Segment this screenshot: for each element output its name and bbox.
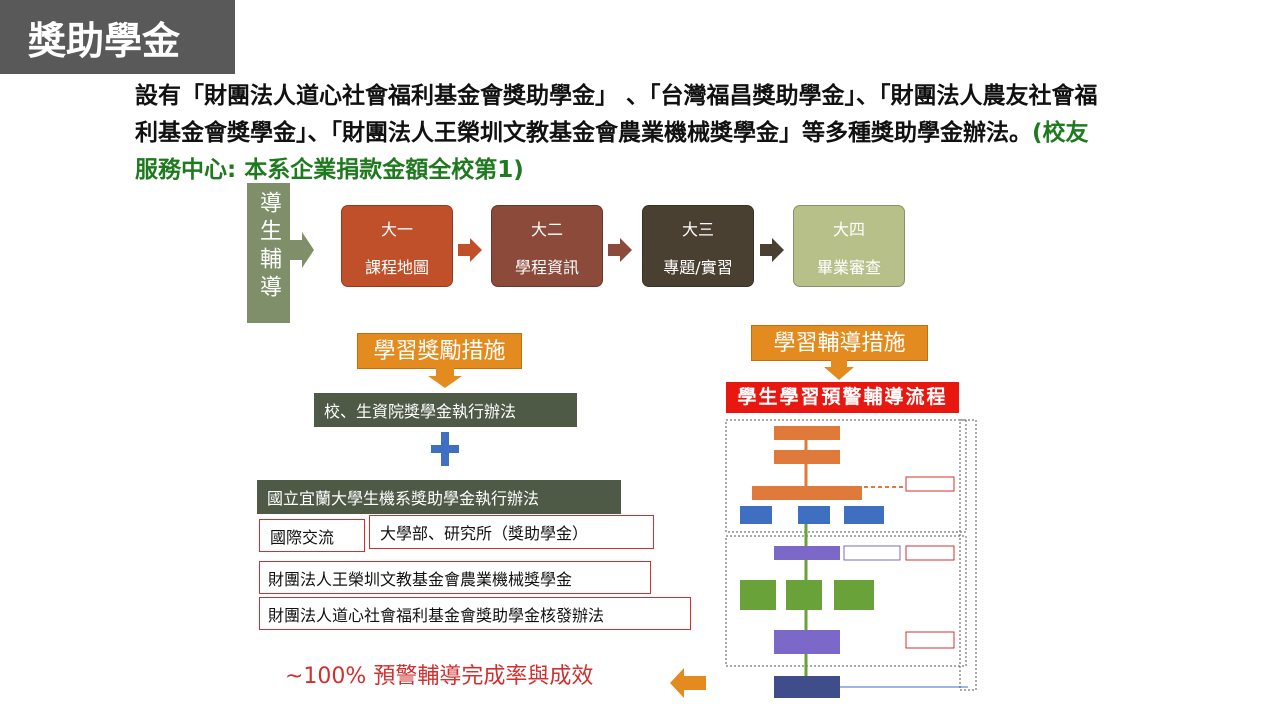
stage-year: 大一: [380, 220, 413, 239]
stage-year: 大二: [530, 220, 563, 239]
school-rule-box: 校、生資院獎學金執行辦法: [314, 393, 577, 427]
stage-name: 畢業審查: [816, 258, 881, 277]
reward-item: 財團法人道心社會福利基金會獎助學金核發辦法: [259, 597, 691, 630]
reward-item: 財團法人王榮圳文教基金會農業機械獎學金: [259, 561, 651, 594]
warning-flow-diagram: [725, 419, 977, 698]
left-arrow-icon: [670, 668, 706, 698]
guidance-label: 導生輔導: [256, 191, 281, 303]
guidance-measures-tag: 學習輔導措施: [751, 325, 928, 361]
stage-box: 大一 課程地圖: [341, 205, 453, 287]
warning-flow-banner: 學生學習預警輔導流程: [726, 382, 959, 413]
stage-name: 專題/實習: [663, 258, 733, 277]
stage-name: 學程資訊: [514, 258, 579, 277]
reward-item-text: 大學部、研究所（獎助學金）: [380, 524, 589, 543]
slide-title: 獎助學金: [0, 0, 235, 74]
dept-rule-text: 國立宜蘭大學生機系獎助學金執行辦法: [267, 489, 540, 508]
stage-arrows: [288, 232, 784, 268]
reward-item-text: 財團法人道心社會福利基金會獎助學金核發辦法: [268, 605, 605, 625]
school-rule-text: 校、生資院獎學金執行辦法: [324, 402, 517, 421]
intro-highlight: (校友服務中心: 本系企業捐款金額全校第1): [135, 120, 1089, 183]
down-arrow-icon: [428, 368, 462, 388]
stage-arrow-icon: [608, 238, 632, 262]
dept-rule-box: 國立宜蘭大學生機系獎助學金執行辦法: [257, 480, 621, 514]
stage-arrow-icon: [458, 238, 482, 262]
reward-item-text: 財團法人王榮圳文教基金會農業機械獎學金: [268, 569, 573, 589]
guide-arrow-icon: [288, 232, 314, 268]
result-text: ~100% 預警輔導完成率與成效: [285, 664, 594, 689]
stage-arrow-icon: [760, 238, 784, 262]
reward-item: 國際交流: [259, 519, 365, 552]
intro-paragraph: 設有「財團法人道心社會福利基金會獎助學金」 、「台灣福昌獎助學金」、「財團法人農…: [135, 78, 1110, 189]
stage-year: 大四: [832, 220, 865, 239]
plus-icon: [431, 432, 459, 466]
guidance-label-bar: 導生輔導: [247, 183, 290, 323]
intro-text: 設有「財團法人道心社會福利基金會獎助學金」 、「台灣福昌獎助學金」、「財團法人農…: [135, 83, 1098, 146]
stage-year: 大三: [681, 220, 714, 239]
stage-box: 大三 專題/實習: [642, 205, 754, 287]
down-arrow-icon: [824, 360, 854, 380]
stage-box: 大二 學程資訊: [491, 205, 603, 287]
rewards-tag: 學習獎勵措施: [357, 333, 522, 369]
reward-item-text: 國際交流: [270, 527, 335, 547]
reward-item: 大學部、研究所（獎助學金）: [369, 515, 654, 549]
stage-box: 大四 畢業審查: [793, 205, 905, 287]
stage-name: 課程地圖: [364, 258, 429, 277]
